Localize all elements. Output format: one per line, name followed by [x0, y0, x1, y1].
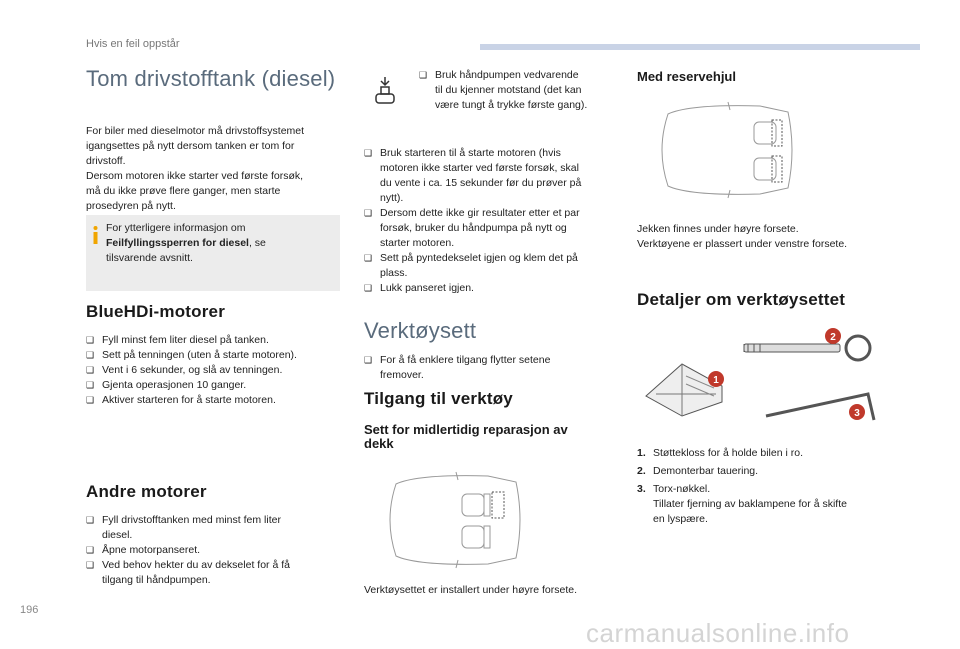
square-arrow-bullet-icon: ❑ [86, 350, 95, 360]
page-title: Tom drivstofftank (diesel) [86, 66, 336, 91]
car-topview-toolkit-illustration [389, 471, 521, 569]
info-line: For ytterligere informasjon om [106, 222, 246, 234]
list-item: ❑Aktiver starteren for å starte motoren. [86, 394, 276, 406]
bluehdi-list: ❑Fyll minst fem liter diesel på tanken. … [86, 333, 346, 408]
verktoy-title: Verktøysett [364, 318, 477, 343]
callout-3 [849, 404, 865, 420]
list-item: ❑For å få enklere tilgang flytter setene… [364, 354, 551, 381]
list-item: ❑Fyll minst fem liter diesel på tanken. [86, 334, 269, 346]
square-arrow-bullet-icon: ❑ [364, 208, 373, 218]
reserve-text: Jekken finnes under høyre forsete. Verkt… [637, 223, 848, 250]
list-item: ❑Ved behov hekter du av dekselet for å f… [86, 559, 290, 586]
square-arrow-bullet-icon: ❑ [86, 380, 95, 390]
list-item: 3.Torx-nøkkel.Tillater fjerning av bakla… [637, 483, 847, 525]
header-bar [480, 44, 920, 50]
toolkit-details-illustration: 1 2 3 [645, 328, 876, 421]
toolkit-items-list: 1.Støttekloss for å holde bilen i ro. 2.… [637, 446, 907, 530]
intro-paragraph: For biler med dieselmotor må drivstoffsy… [86, 124, 346, 214]
list-item: ❑Gjenta operasjonen 10 ganger. [86, 379, 247, 391]
square-arrow-bullet-icon: ❑ [86, 335, 95, 345]
list-item: ❑Sett på tenningen (uten å starte motore… [86, 349, 297, 361]
andre-list: ❑Fyll drivstofftanken med minst fem lite… [86, 513, 346, 588]
square-arrow-bullet-icon: ❑ [364, 253, 373, 263]
list-item: ❑Bruk starteren til å starte motoren (hv… [364, 147, 582, 204]
info-line: tilsvarende avsnitt. [106, 252, 193, 264]
andre-heading: Andre motorer [86, 482, 207, 501]
callout-label: 3 [854, 408, 860, 419]
watermark: carmanualsonline.info [586, 618, 850, 648]
verktoy-list: ❑For å få enklere tilgang flytter setene… [364, 353, 620, 383]
list-item: ❑Dersom dette ikke gir resultater etter … [364, 207, 580, 249]
tilgang-heading: Tilgang til verktøy [364, 389, 513, 408]
intro-line: For biler med dieselmotor må drivstoffsy… [86, 125, 305, 137]
toolkit-caption: Verktøysettet er installert under høyre … [364, 584, 578, 596]
square-arrow-bullet-icon: ❑ [86, 515, 95, 525]
square-arrow-bullet-icon: ❑ [364, 355, 373, 365]
bluehdi-heading: BlueHDi-motorer [86, 302, 226, 321]
list-item: ❑Sett på pyntedekselet igjen og klem det… [364, 252, 578, 279]
detaljer-heading: Detaljer om verktøysettet [637, 290, 846, 309]
square-arrow-bullet-icon: ❑ [86, 365, 95, 375]
square-arrow-bullet-icon: ❑ [86, 545, 95, 555]
list-item: 2.Demonterbar tauering. [637, 465, 759, 477]
list-item: ❑Åpne motorpanseret. [86, 544, 201, 556]
intro-line: Dersom motoren ikke starter ved første f… [86, 170, 304, 182]
square-arrow-bullet-icon: ❑ [364, 283, 373, 293]
intro-line: drivstoff. [86, 155, 126, 167]
intro-line: må du ikke prøve flere ganger, men start… [86, 185, 281, 197]
info-line-tail: , se [248, 237, 266, 249]
square-arrow-bullet-icon: ❑ [86, 560, 95, 570]
steps-list: ❑Bruk starteren til å starte motoren (hv… [364, 146, 620, 296]
page-number: 196 [20, 604, 39, 616]
intro-line: igangsettes på nytt dersom tanken er tom… [86, 140, 295, 152]
square-arrow-bullet-icon: ❑ [419, 70, 428, 80]
callout-2 [825, 328, 841, 344]
square-arrow-bullet-icon: ❑ [86, 395, 95, 405]
car-topview-spare-illustration [661, 101, 793, 199]
callout-label: 1 [713, 375, 719, 386]
list-item: ❑Fyll drivstofftanken med minst fem lite… [86, 514, 281, 541]
list-item: 1.Støttekloss for å holde bilen i ro. [637, 447, 803, 459]
square-arrow-bullet-icon: ❑ [364, 148, 373, 158]
info-bold-term: Feilfyllingssperren for diesel [106, 237, 249, 249]
hand-pump-icon [375, 77, 395, 104]
info-icon [93, 226, 98, 244]
section-header: Hvis en feil oppstår [86, 38, 180, 50]
intro-line: prosedyren på nytt. [86, 200, 176, 212]
list-item: ❑Lukk panseret igjen. [364, 282, 474, 294]
info-box: For ytterligere informasjon om Feilfylli… [86, 215, 340, 291]
callout-label: 2 [830, 332, 836, 343]
reserve-heading: Med reservehjul [637, 69, 736, 84]
callout-1 [708, 371, 724, 387]
sett-heading: Sett for midlertidig reparasjon av dekk [364, 422, 568, 451]
list-item: ❑Vent i 6 sekunder, og slå av tenningen. [86, 364, 283, 376]
